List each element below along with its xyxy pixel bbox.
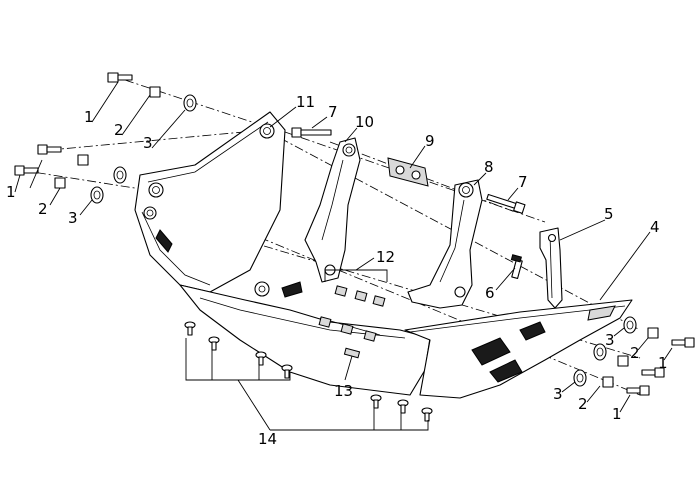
right-bracket-arm: [407, 179, 483, 309]
callout-14: 14: [258, 430, 277, 448]
callout-3-right: 3: [605, 331, 615, 349]
group-bracket-13: [344, 355, 353, 381]
callout-2-low: 2: [578, 395, 588, 413]
screw: [370, 394, 382, 409]
main-skid-plate: [179, 281, 633, 399]
screw: [421, 407, 433, 422]
callout-11: 11: [296, 93, 315, 111]
callout-10: 10: [355, 113, 374, 131]
hardware-left-low: [14, 165, 104, 204]
callout-2-mid: 2: [38, 200, 48, 218]
callout-1-right: 1: [658, 354, 668, 372]
long-bolt-upper: [291, 127, 332, 138]
callout-3-mid: 3: [68, 209, 78, 227]
stud: [510, 254, 523, 280]
screws: [184, 321, 433, 422]
clip-nuts: [318, 285, 386, 342]
callout-8: 8: [484, 158, 494, 176]
screw: [397, 399, 409, 414]
screw: [255, 351, 267, 366]
callout-3-low: 3: [553, 385, 563, 403]
clip-washer: [343, 347, 361, 359]
callout-7-right: 7: [518, 173, 528, 191]
callout-9: 9: [425, 132, 435, 150]
callout-2-right: 2: [630, 344, 640, 362]
hardware-left-upper: [107, 72, 197, 112]
callout-1-low: 1: [612, 405, 622, 423]
side-guard-plate: [134, 111, 286, 293]
screw: [208, 336, 220, 351]
callout-labels: 1 2 3 1 2 3 11 7 10 9 8 7 5 4 12 6 3 2 1…: [6, 93, 668, 448]
small-bracket: [539, 227, 563, 309]
callout-1-upper: 1: [84, 108, 94, 126]
callout-13: 13: [334, 382, 353, 400]
leader-lines: [14, 81, 673, 413]
hardware-right-upper: [623, 316, 695, 348]
rubber-damper: [387, 157, 429, 187]
screw: [184, 321, 196, 336]
hardware-left-mid: [37, 144, 127, 184]
screw: [281, 364, 293, 379]
callout-6: 6: [485, 284, 495, 302]
hardware-right-mid: [593, 343, 665, 378]
callout-12: 12: [376, 248, 395, 266]
callout-7-upper: 7: [328, 103, 338, 121]
group-bracket-12: [324, 257, 388, 282]
long-bolt-right: [486, 193, 526, 214]
hardware-right-low: [573, 369, 650, 396]
callout-3-upper: 3: [143, 134, 153, 152]
group-bracket-14: [185, 338, 429, 431]
callout-2-upper: 2: [114, 121, 124, 139]
callout-4: 4: [650, 218, 660, 236]
callout-5: 5: [604, 205, 614, 223]
callout-1-mid: 1: [6, 183, 16, 201]
